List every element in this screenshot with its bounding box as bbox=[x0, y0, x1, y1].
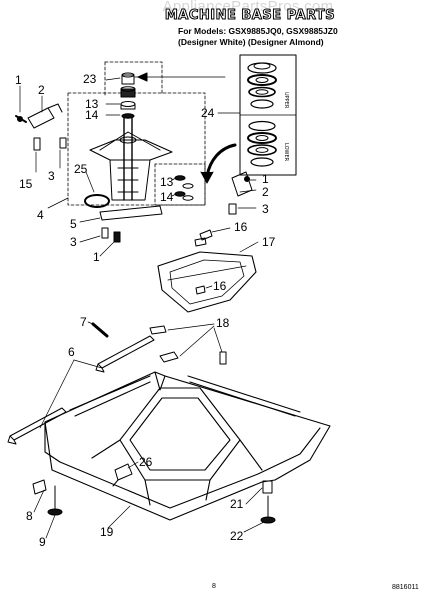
callout-1c: 1 bbox=[262, 172, 269, 186]
lower-seal-stack bbox=[247, 120, 277, 167]
upper-label: UPPER bbox=[283, 92, 289, 109]
top-plate-17 bbox=[157, 251, 257, 313]
callout-26: 26 bbox=[139, 455, 153, 469]
foot-left bbox=[32, 479, 63, 516]
callout-22: 22 bbox=[230, 529, 244, 543]
lower-label: LOWER bbox=[283, 143, 289, 162]
color-list: (Designer White) (Designer Almond) bbox=[178, 37, 324, 47]
callout-15: 15 bbox=[19, 177, 33, 191]
transmission-assembly bbox=[89, 117, 173, 201]
callout-13: 13 bbox=[85, 97, 99, 111]
pin-7 bbox=[91, 322, 109, 338]
arrow-seals-to-shaft bbox=[134, 72, 226, 82]
callout-17: 17 bbox=[262, 235, 276, 249]
callout-8: 8 bbox=[26, 509, 33, 523]
callout-9: 9 bbox=[39, 535, 46, 549]
callout-3: 3 bbox=[48, 169, 55, 183]
clip-26 bbox=[112, 463, 133, 487]
callout-1: 1 bbox=[15, 73, 22, 87]
callout-24: 24 bbox=[201, 106, 215, 120]
callout-6: 6 bbox=[68, 345, 75, 359]
callout-1b: 1 bbox=[93, 250, 100, 264]
document-code: 8816011 bbox=[392, 584, 419, 591]
model-list: For Models: GSX9885JQ0, GSX9885JZ0 bbox=[178, 26, 338, 36]
upper-seal-stack bbox=[247, 62, 277, 109]
callout-7: 7 bbox=[80, 315, 87, 329]
base-frame-19 bbox=[44, 371, 331, 521]
callout-19: 19 bbox=[100, 525, 114, 539]
seal-kit-box: UPPER LOWER bbox=[239, 54, 297, 176]
rail-under-transmission bbox=[99, 205, 163, 243]
page-number: 8 bbox=[212, 583, 216, 590]
callout-4: 4 bbox=[37, 208, 44, 222]
callout-14b: 14 bbox=[160, 190, 174, 204]
callout-2b: 2 bbox=[262, 185, 269, 199]
watermark: AppliancePartsPros.com bbox=[162, 0, 334, 15]
callout-3c: 3 bbox=[262, 202, 269, 216]
callout-13b: 13 bbox=[160, 175, 174, 189]
leader-lines bbox=[19, 77, 265, 539]
diagram-title: MACHINE BASE PARTS bbox=[164, 8, 336, 24]
callout-5: 5 bbox=[70, 217, 77, 231]
callout-25: 25 bbox=[74, 162, 88, 176]
callout-18: 18 bbox=[216, 316, 230, 330]
clips-18 bbox=[149, 325, 227, 365]
callout-21: 21 bbox=[230, 497, 244, 511]
drive-belt bbox=[84, 194, 110, 208]
callout-16b: 16 bbox=[213, 279, 227, 293]
curved-arrow bbox=[200, 143, 237, 184]
bracket-left bbox=[15, 103, 67, 151]
foot-right bbox=[260, 480, 276, 524]
bracket-right bbox=[228, 171, 253, 215]
callout-14: 14 bbox=[85, 108, 99, 122]
callout-3b: 3 bbox=[70, 235, 77, 249]
transmission-group-box bbox=[67, 61, 206, 206]
callout-16: 16 bbox=[234, 220, 248, 234]
shaft-seals-upper bbox=[120, 72, 136, 119]
callout-23: 23 bbox=[83, 72, 97, 86]
clips-16 bbox=[194, 229, 213, 295]
callout-2: 2 bbox=[38, 83, 45, 97]
seal-cluster-lower bbox=[174, 175, 194, 201]
